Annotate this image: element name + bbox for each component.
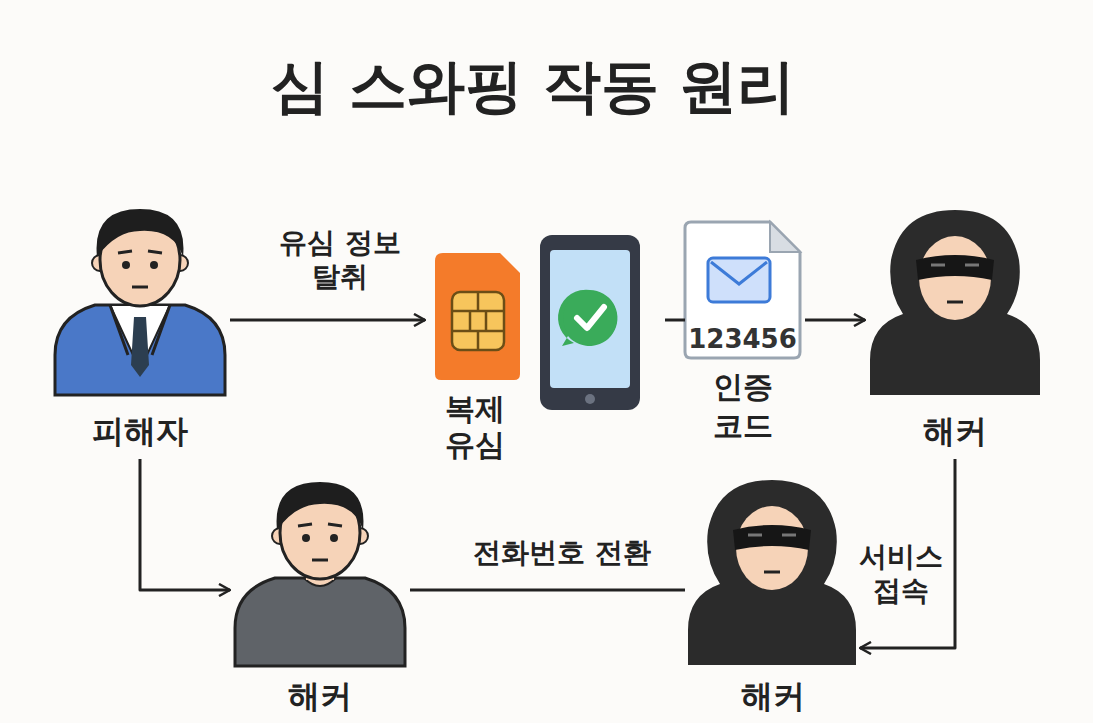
connector-arrow [140,459,230,590]
hacker-node: 해커 [685,478,860,719]
sim-card [435,253,520,380]
connector-arrow [410,589,685,592]
node-label: 복제 유심 [435,391,515,463]
victim-figure [55,209,225,395]
edge-label: 유심 정보 탈취 [265,226,415,293]
code-number: 123456 [685,324,800,355]
sim-node: 복제 유심 [425,250,525,467]
hacker-node: 해커 [230,478,410,719]
code-document [685,222,800,358]
connector-stub [665,319,685,322]
edge-label: 서비스 접속 [855,540,947,607]
connector-arrow [230,319,425,322]
node-label: 피해자 [55,412,225,450]
connector-arrow [805,319,865,322]
victim-node: 피해자 [50,200,230,455]
node-label: 해커 [690,677,855,715]
diagram-title: 심 스와핑 작동 원리 [0,52,1066,122]
edge-label: 전화번호 전환 [442,536,682,570]
node-label: 해커 [235,677,405,715]
code-node: 123456 인증 코드 [680,220,805,449]
hacker-figure [235,482,405,666]
hacker-figure [688,480,856,665]
hacker-node: 해커 [865,205,1045,455]
phone-icon [540,235,640,410]
node-label: 해커 [870,412,1040,450]
node-label: 인증 코드 [703,367,783,445]
hacker-figure [870,210,1040,395]
